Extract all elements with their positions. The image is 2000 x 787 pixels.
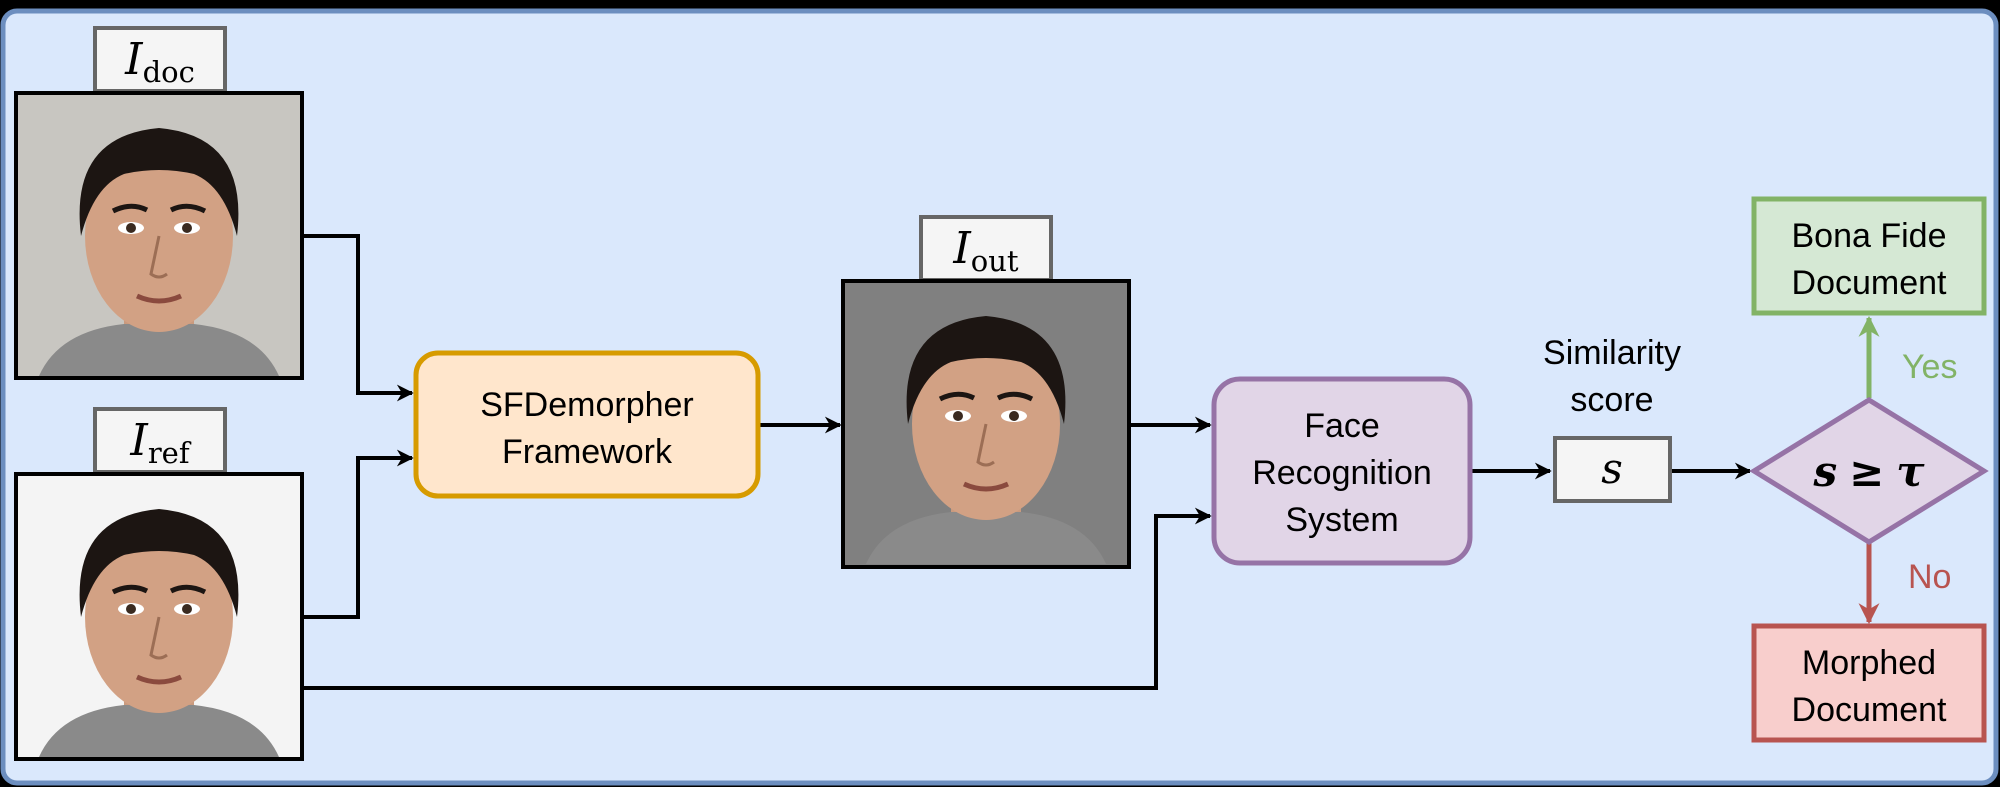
frs-line2: Recognition bbox=[1252, 454, 1432, 492]
bona-fide-box bbox=[1751, 196, 1987, 316]
decision-diamond bbox=[1749, 397, 1989, 545]
sfdemorpher-line1: SFDemorpher bbox=[480, 386, 694, 424]
arrow-doc-to-sfdemorpher bbox=[302, 234, 414, 402]
yes-label: Yes bbox=[1902, 348, 1957, 386]
decision-condition: s≥τ bbox=[1812, 447, 1925, 496]
sfdemorpher-box bbox=[413, 350, 761, 499]
similarity-label-line2: score bbox=[1570, 381, 1653, 419]
bona-fide-document-block: Bona Fide Document bbox=[1751, 196, 1987, 316]
ref-image-group: Iref bbox=[14, 407, 304, 761]
frs-line3: System bbox=[1285, 501, 1398, 539]
connectors bbox=[302, 234, 1752, 690]
ref-label: Iref bbox=[129, 415, 191, 470]
bona-fide-line2: Document bbox=[1792, 264, 1948, 302]
doc-label: Idoc bbox=[124, 34, 195, 89]
score-box bbox=[1553, 436, 1672, 503]
sfdemorpher-framework-block: SFDemorpher Framework bbox=[413, 350, 761, 499]
frs-box bbox=[1211, 376, 1473, 566]
score-symbol: s bbox=[1601, 444, 1623, 493]
morphed-line1: Morphed bbox=[1802, 644, 1936, 682]
out-image-group: Iout bbox=[841, 215, 1131, 569]
out-label-box bbox=[919, 215, 1053, 282]
arrow-ref-to-sfdemorpher bbox=[302, 449, 414, 619]
bona-fide-line1: Bona Fide bbox=[1792, 217, 1947, 255]
decision-block: s≥τ Yes No bbox=[1749, 348, 1989, 596]
morphed-box bbox=[1751, 623, 1987, 743]
no-label: No bbox=[1908, 558, 1951, 596]
doc-image-group: Idoc bbox=[14, 26, 304, 380]
face-recognition-system-block: Face Recognition System bbox=[1211, 376, 1473, 566]
out-label: Iout bbox=[952, 223, 1019, 278]
doc-label-box bbox=[93, 26, 227, 93]
similarity-label-line1: Similarity bbox=[1543, 334, 1681, 372]
morphed-line2: Document bbox=[1792, 691, 1948, 729]
frs-line1: Face bbox=[1304, 407, 1380, 445]
sfdemorpher-line2: Framework bbox=[502, 433, 673, 471]
arrow-ref-to-frs bbox=[302, 507, 1212, 690]
morphed-document-block: Morphed Document bbox=[1751, 623, 1987, 743]
similarity-score-block: Similarity score s bbox=[1543, 334, 1681, 503]
